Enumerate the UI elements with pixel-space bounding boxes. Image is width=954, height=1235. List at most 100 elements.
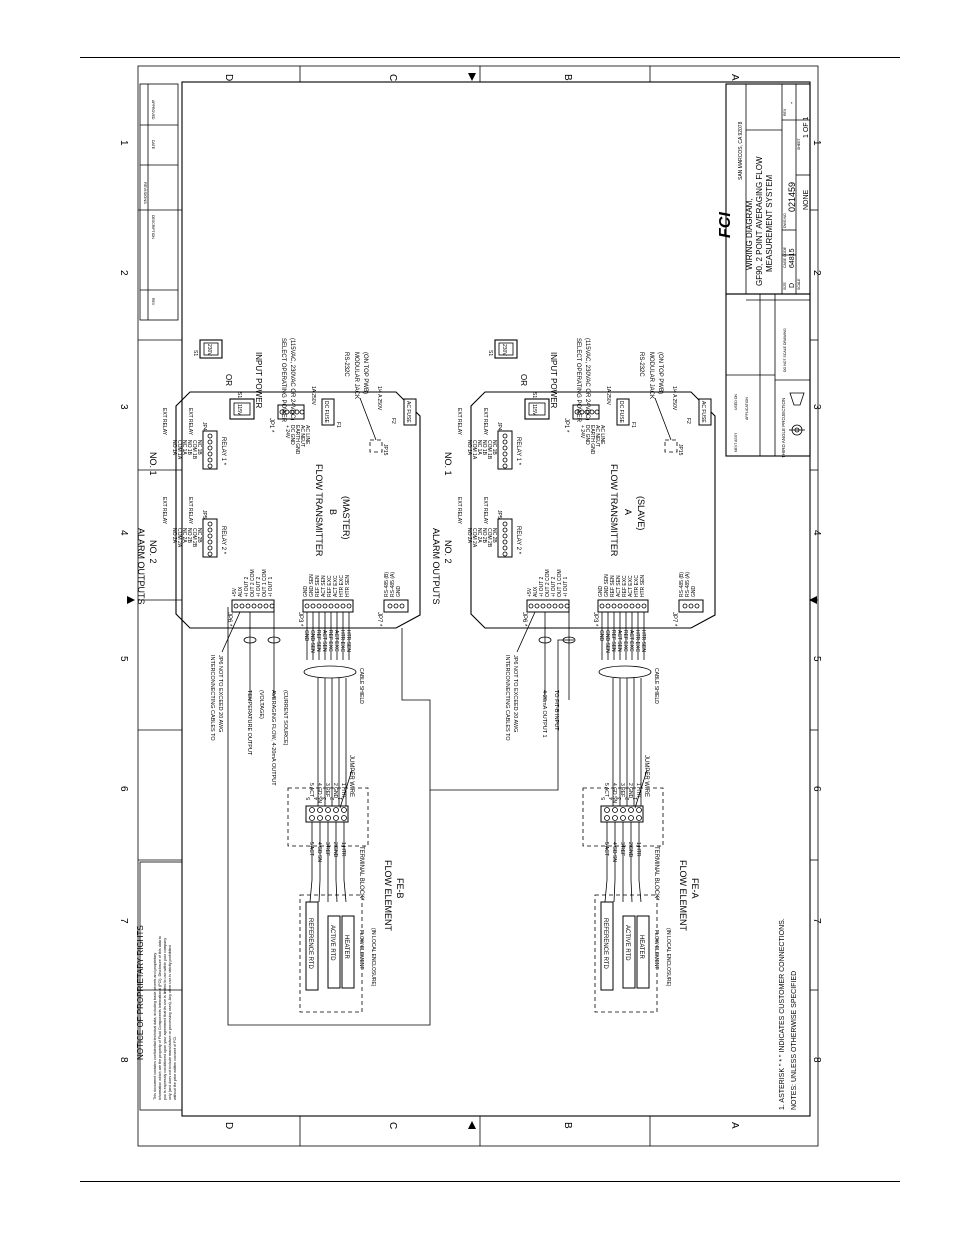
jp1-pin[interactable]	[294, 409, 300, 415]
jp6-pin[interactable]	[263, 603, 269, 609]
jp7-pin[interactable]	[694, 603, 700, 609]
jp3-pin[interactable]	[629, 603, 635, 609]
terminal-screw[interactable]	[604, 807, 610, 813]
terminal-screw[interactable]	[604, 815, 610, 821]
relay2-pin[interactable]	[207, 551, 213, 557]
jp6-pin[interactable]	[564, 603, 570, 609]
jp6-pin[interactable]	[552, 603, 558, 609]
relay1-pin[interactable]	[502, 433, 508, 439]
jp3-pin[interactable]	[641, 603, 647, 609]
jp7-pin[interactable]	[688, 603, 694, 609]
jp3-pin[interactable]	[340, 603, 346, 609]
terminal-screw[interactable]	[333, 815, 339, 821]
terminal-strip[interactable]	[305, 805, 349, 823]
terminal-strip[interactable]	[600, 805, 644, 823]
jp1-pin[interactable]	[289, 409, 295, 415]
jp3-pin[interactable]	[316, 603, 322, 609]
relay1-pin[interactable]	[502, 439, 508, 445]
relay1-pin[interactable]	[207, 457, 213, 463]
jp3-pin[interactable]	[310, 603, 316, 609]
jp3-pin[interactable]	[346, 603, 352, 609]
jp3-pin[interactable]	[635, 603, 641, 609]
jp6-pin[interactable]	[257, 603, 263, 609]
terminal-screw[interactable]	[317, 807, 323, 813]
relay2-pin[interactable]	[502, 527, 508, 533]
jp7-pin[interactable]	[682, 603, 688, 609]
jp6-pin[interactable]	[245, 603, 251, 609]
jp3-terminal[interactable]	[302, 599, 354, 613]
jp1-pin[interactable]	[574, 409, 580, 415]
jp1-pin[interactable]	[299, 409, 305, 415]
relay2-pin[interactable]	[502, 521, 508, 527]
relay1-pin[interactable]	[502, 445, 508, 451]
terminal-screw[interactable]	[636, 807, 642, 813]
terminal-screw[interactable]	[628, 807, 634, 813]
terminal-screw[interactable]	[309, 815, 315, 821]
relay1-pin[interactable]	[502, 451, 508, 457]
s1-switch-115[interactable]	[229, 398, 255, 420]
terminal-screw[interactable]	[612, 807, 618, 813]
jp6-pin[interactable]	[528, 603, 534, 609]
relay2-pin[interactable]	[207, 527, 213, 533]
terminal-screw[interactable]	[341, 807, 347, 813]
jp1-pin[interactable]	[589, 409, 595, 415]
jp6-pin[interactable]	[534, 603, 540, 609]
jp6-pin[interactable]	[239, 603, 245, 609]
jp7-pin[interactable]	[387, 603, 393, 609]
terminal-screw[interactable]	[333, 807, 339, 813]
terminal-screw[interactable]	[620, 815, 626, 821]
jp3-pin[interactable]	[611, 603, 617, 609]
relay1-pin[interactable]	[502, 457, 508, 463]
jp1-pin[interactable]	[584, 409, 590, 415]
relay2-pin[interactable]	[502, 551, 508, 557]
jp3-terminal[interactable]	[597, 599, 649, 613]
jp6-pin[interactable]	[269, 603, 275, 609]
ac-fuse[interactable]	[698, 398, 712, 426]
relay2-pin[interactable]	[207, 539, 213, 545]
relay2-pin[interactable]	[502, 545, 508, 551]
jp7-pin[interactable]	[393, 603, 399, 609]
jp6-pin[interactable]	[251, 603, 257, 609]
jp1-pin[interactable]	[594, 409, 600, 415]
jp3-pin[interactable]	[322, 603, 328, 609]
relay2-pin[interactable]	[207, 521, 213, 527]
terminal-screw[interactable]	[612, 815, 618, 821]
dc-fuse[interactable]	[616, 398, 630, 426]
terminal-screw[interactable]	[309, 807, 315, 813]
jp3-pin[interactable]	[334, 603, 340, 609]
jp3-pin[interactable]	[605, 603, 611, 609]
terminal-screw[interactable]	[317, 815, 323, 821]
terminal-screw[interactable]	[628, 815, 634, 821]
jp3-pin[interactable]	[623, 603, 629, 609]
relay1-pin[interactable]	[207, 439, 213, 445]
relay1-pin[interactable]	[502, 463, 508, 469]
jp3-pin[interactable]	[304, 603, 310, 609]
jp1-pin[interactable]	[284, 409, 290, 415]
relay1-pin[interactable]	[207, 433, 213, 439]
terminal-screw[interactable]	[620, 807, 626, 813]
jp3-pin[interactable]	[617, 603, 623, 609]
terminal-screw[interactable]	[325, 807, 331, 813]
relay2-pin[interactable]	[207, 545, 213, 551]
jp1-pin[interactable]	[279, 409, 285, 415]
relay1-pin[interactable]	[207, 451, 213, 457]
relay2-pin[interactable]	[502, 539, 508, 545]
jp6-pin[interactable]	[233, 603, 239, 609]
terminal-screw[interactable]	[325, 815, 331, 821]
jp7-terminal[interactable]	[678, 599, 704, 613]
relay1-pin[interactable]	[207, 445, 213, 451]
ac-fuse[interactable]	[403, 398, 417, 426]
s1-switch-115[interactable]	[524, 398, 550, 420]
jp6-pin[interactable]	[540, 603, 546, 609]
jp1-pin[interactable]	[579, 409, 585, 415]
s1-switch-230[interactable]	[199, 339, 223, 359]
rs232-jack[interactable]	[369, 439, 383, 453]
terminal-screw[interactable]	[341, 815, 347, 821]
s1-switch-230[interactable]	[494, 339, 518, 359]
dc-fuse[interactable]	[321, 398, 335, 426]
relay1-pin[interactable]	[207, 463, 213, 469]
jp6-pin[interactable]	[546, 603, 552, 609]
rs232-jack[interactable]	[664, 439, 678, 453]
jp7-terminal[interactable]	[383, 599, 409, 613]
jp3-pin[interactable]	[328, 603, 334, 609]
